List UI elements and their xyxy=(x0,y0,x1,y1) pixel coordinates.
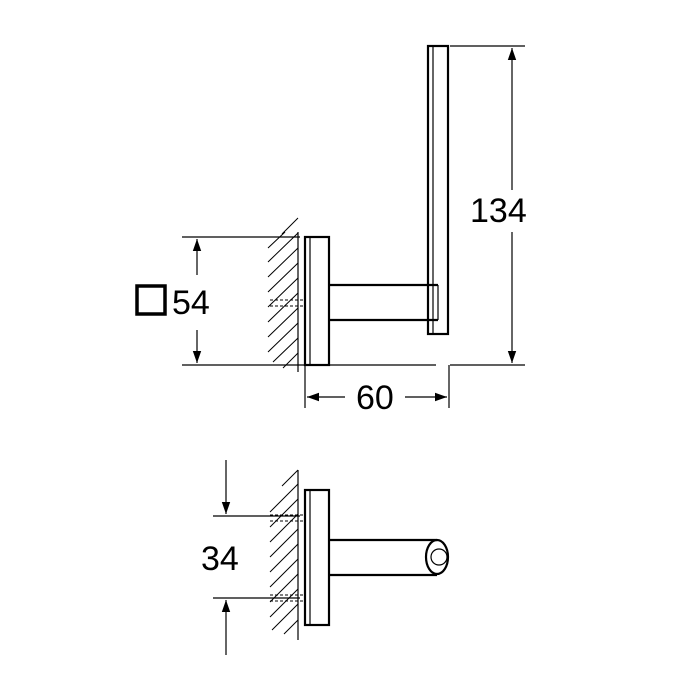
wall-hatching-lower xyxy=(269,469,305,640)
vertical-bar xyxy=(426,44,450,336)
front-elevation-view: 134 54 60 xyxy=(135,44,527,417)
plate-size-dimension-label: 54 xyxy=(172,284,210,322)
holder-arm xyxy=(329,283,439,322)
square-profile-icon xyxy=(135,284,167,316)
mounting-plate-side xyxy=(303,488,331,627)
depth-dimension-label: 60 xyxy=(356,379,394,417)
spacing-dimension: 34 xyxy=(201,460,300,655)
height-dimension-label: 134 xyxy=(470,192,527,230)
depth-dimension: 60 xyxy=(304,365,450,417)
side-elevation-view: 34 xyxy=(201,460,450,655)
plate-size-dimension: 54 xyxy=(135,236,436,366)
spacing-dimension-label: 34 xyxy=(201,540,239,578)
mounting-plate xyxy=(303,235,331,367)
height-dimension: 134 xyxy=(450,45,527,366)
wall-hatching xyxy=(267,217,305,372)
holder-arm-side xyxy=(329,538,450,577)
